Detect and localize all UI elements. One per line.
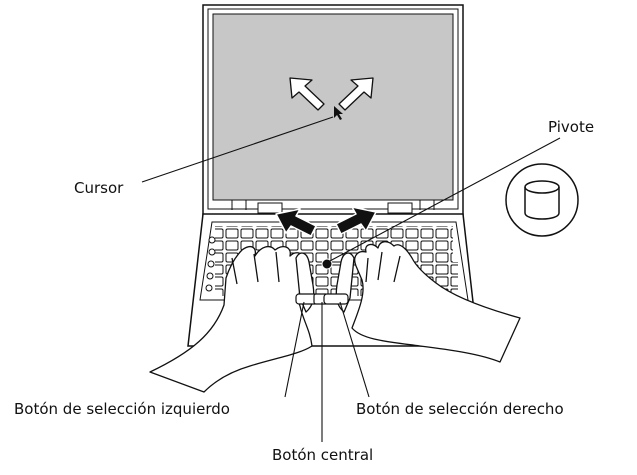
left-button-label: Botón de selección izquierdo [14,400,230,418]
cursor-label: Cursor [74,179,124,197]
diagonal-arrows-icon [289,77,374,111]
right-button-label: Botón de selección derecho [356,400,564,418]
right-button-leader-line [339,301,370,398]
laptop-lid [202,4,464,216]
callout-lines [141,116,561,442]
cylinder-icon [505,163,579,237]
center-button-label: Botón central [272,446,374,464]
trackpoint-hardware [295,258,349,305]
cursor-leader-line [141,116,334,183]
left-button-leader-line [284,301,305,398]
screen [212,13,454,201]
pivot-label: Pivote [548,118,595,136]
pivot-leader-line [327,137,561,263]
movement-arrows-icon [275,206,377,237]
side-buttons [205,236,216,292]
cursor-pointer [334,106,343,120]
